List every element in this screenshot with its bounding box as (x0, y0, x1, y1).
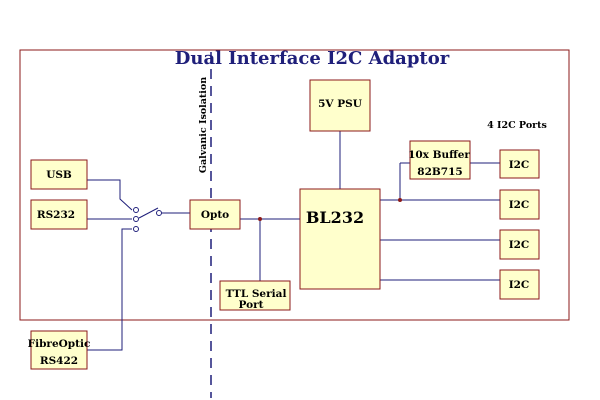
fibre-label-line1: FibreOptic (28, 338, 91, 350)
i2c-port-1 (499, 149, 540, 179)
i2c-port-2 (499, 189, 540, 220)
switch-contact-rs232 (133, 216, 139, 222)
diagram-title: Dual Interface I2C Adaptor (175, 48, 450, 69)
diagram-frame (19, 49, 570, 321)
buffer-block (409, 140, 471, 180)
opto-label: Opto (201, 209, 229, 221)
bl232-label: BL232 (306, 208, 364, 227)
i2c-ports-label: 4 I2C Ports (487, 120, 547, 131)
ttl-label-line2: Port (239, 299, 264, 311)
i2c-port-4 (499, 269, 540, 300)
switch-contacts (133, 207, 162, 232)
rs232-block (30, 199, 88, 230)
i2c-port-3-label: I2C (509, 239, 530, 251)
psu-label: 5V PSU (318, 98, 362, 110)
i2c-port-3 (499, 229, 540, 260)
switch-contact-fibre (133, 226, 139, 232)
ttl-label-line1: TTL Serial (226, 288, 287, 300)
psu-block (309, 79, 371, 132)
junction-ttl (258, 217, 262, 221)
switch-arm (138, 207, 159, 219)
switch-common (156, 210, 162, 216)
opto-block (189, 199, 241, 230)
usb-block (30, 159, 88, 190)
ttl-block (219, 280, 291, 311)
usb-label: USB (46, 169, 72, 181)
switch-contact-usb (133, 207, 139, 213)
fibre-block (30, 330, 88, 370)
i2c-port-2-label: I2C (509, 199, 530, 211)
fibre-label-line2: RS422 (40, 355, 78, 367)
galvanic-isolation-label: Galvanic Isolation (198, 77, 209, 173)
junction-buffer (398, 198, 402, 202)
i2c-port-4-label: I2C (509, 279, 530, 291)
wire-usb (87, 179, 133, 211)
i2c-port-1-label: I2C (509, 159, 530, 171)
bl232-block (299, 188, 381, 290)
blocks (30, 79, 540, 370)
buffer-label-line2: 82B715 (417, 166, 462, 178)
rs232-label: RS232 (37, 209, 75, 221)
wire-fibre (87, 228, 132, 351)
buffer-label-line1: 10x Buffer (408, 149, 470, 161)
